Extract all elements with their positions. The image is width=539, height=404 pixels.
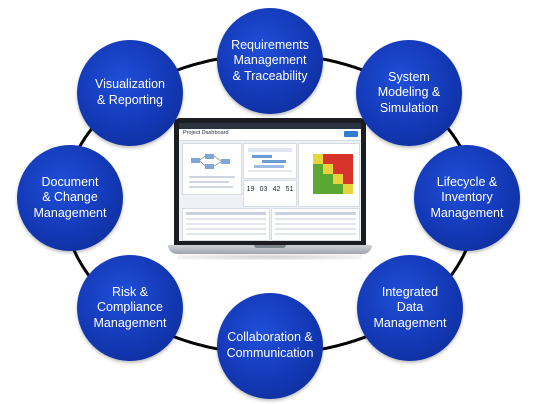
- node-system-modeling-label: System Modeling & Simulation: [377, 69, 441, 115]
- node-visualization: Visualization & Reporting: [77, 40, 183, 146]
- node-document: Document & Change Management: [17, 145, 123, 251]
- node-collaboration: Collaboration & Communication: [217, 293, 323, 399]
- app-title: Project Dashboard: [183, 130, 229, 136]
- app-titlebar: Project Dashboard: [179, 129, 361, 141]
- app-topbar: [179, 123, 361, 129]
- laptop-notch: [254, 245, 286, 248]
- model-flow-graphic: [189, 154, 235, 188]
- countdown-panel: 19 03 42 51: [243, 180, 297, 207]
- countdown-days: 19: [246, 186, 255, 193]
- laptop-base: [168, 245, 372, 254]
- countdown-hours: 03: [259, 186, 268, 193]
- table-lines-right: [275, 212, 356, 235]
- node-risk: Risk & Compliance Management: [77, 255, 183, 361]
- header-button: [344, 131, 358, 137]
- timeline-graphic: [248, 148, 292, 172]
- laptop-screen-frame: Project Dashboard: [174, 118, 366, 245]
- risk-heatmap: [313, 154, 353, 194]
- node-requirements-label: Requirements Management & Traceability: [231, 37, 309, 83]
- node-system-modeling: System Modeling & Simulation: [356, 40, 462, 146]
- node-requirements: Requirements Management & Traceability: [217, 8, 323, 114]
- laptop-mockup: Project Dashboard: [168, 118, 372, 272]
- node-integrated-data-label: Integrated Data Management: [373, 284, 447, 330]
- node-risk-label: Risk & Compliance Management: [93, 284, 167, 330]
- risk-matrix-panel: [298, 143, 360, 207]
- table-lines-left: [186, 212, 266, 235]
- change-table: [271, 208, 360, 241]
- node-integrated-data: Integrated Data Management: [357, 255, 463, 361]
- countdown-minutes: 42: [272, 186, 281, 193]
- node-lifecycle-label: Lifecycle & Inventory Management: [430, 174, 504, 220]
- requirements-table: [182, 208, 270, 241]
- node-lifecycle: Lifecycle & Inventory Management: [414, 145, 520, 251]
- dashboard-screen: Project Dashboard: [179, 123, 361, 241]
- model-panel: [182, 143, 242, 195]
- node-collaboration-label: Collaboration & Communication: [226, 330, 314, 360]
- timeline-panel: [243, 143, 297, 179]
- countdown-seconds: 51: [285, 186, 294, 193]
- laptop-shadow: [178, 254, 362, 260]
- node-visualization-label: Visualization & Reporting: [95, 77, 165, 107]
- node-document-label: Document & Change Management: [33, 174, 107, 220]
